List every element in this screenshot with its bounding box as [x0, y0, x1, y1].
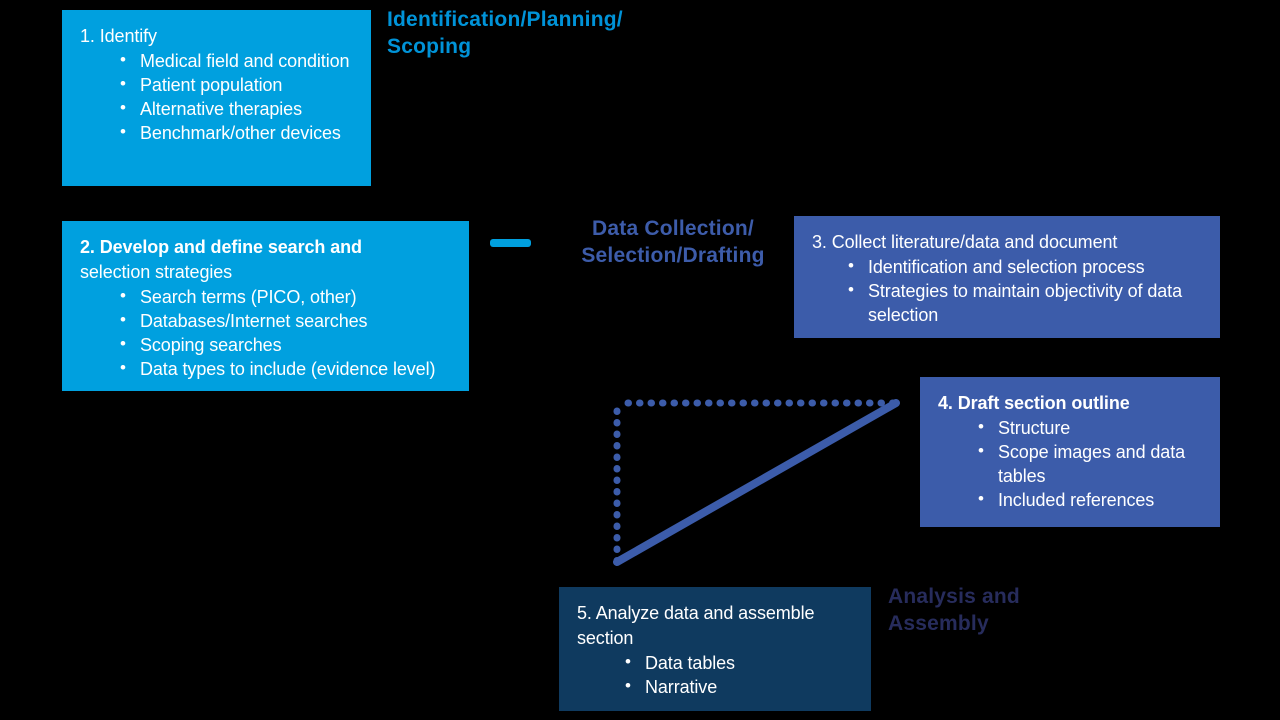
list-item: Data tables	[623, 650, 855, 675]
process-box-title: 4. Draft section outline	[938, 391, 1204, 416]
phase-divider-bar	[490, 239, 531, 247]
process-box-title: 2. Develop and define search and	[80, 235, 453, 260]
list-item: Scope images and data tables	[976, 439, 1204, 488]
process-box-draft-outline[interactable]: 4. Draft section outline Structure Scope…	[920, 377, 1220, 527]
list-item: Databases/Internet searches	[118, 308, 453, 333]
list-item: Strategies to maintain objectivity of da…	[846, 278, 1204, 327]
list-item: Data types to include (evidence level)	[118, 356, 453, 381]
process-box-bullets: Structure Scope images and data tables I…	[938, 415, 1204, 512]
list-item: Included references	[976, 487, 1204, 512]
step-number: 3.	[812, 232, 827, 252]
diagonal-connector	[613, 399, 900, 566]
list-item: Benchmark/other devices	[118, 120, 355, 145]
process-box-title: 5. Analyze data and assemble	[577, 601, 855, 626]
step-title: Draft section outline	[957, 393, 1130, 413]
process-box-title-continuation: section	[577, 628, 634, 648]
list-item: Medical field and condition	[118, 48, 355, 73]
process-box-bullets: Data tables Narrative	[577, 650, 855, 699]
step-title: Develop and define search and	[99, 237, 362, 257]
list-item: Identification and selection process	[846, 254, 1204, 279]
process-box-title: 3. Collect literature/data and document	[812, 230, 1204, 255]
step-number: 5.	[577, 603, 592, 623]
step-title: Identify	[99, 26, 157, 46]
process-box-title: 1. Identify	[80, 24, 355, 49]
process-box-identify[interactable]: 1. Identify Medical field and condition …	[62, 10, 371, 186]
process-box-collect-literature[interactable]: 3. Collect literature/data and document …	[794, 216, 1220, 338]
phase-label-analysis-and-assembly: Analysis and Assembly	[888, 585, 1020, 635]
process-box-bullets: Medical field and condition Patient popu…	[80, 48, 355, 145]
process-box-analyze-data[interactable]: 5. Analyze data and assemble section Dat…	[559, 587, 871, 711]
step-number: 2.	[80, 237, 95, 257]
process-box-title-continuation: selection strategies	[80, 262, 233, 282]
step-number: 4.	[938, 393, 953, 413]
step-title: Analyze data and assemble	[595, 603, 815, 623]
phase-label-data-collection-selection-drafting: Data Collection/ Selection/Drafting	[581, 217, 765, 267]
process-box-bullets: Identification and selection process Str…	[812, 254, 1204, 327]
list-item: Narrative	[623, 674, 855, 699]
list-item: Scoping searches	[118, 332, 453, 357]
list-item: Structure	[976, 415, 1204, 440]
process-box-bullets: Search terms (PICO, other) Databases/Int…	[80, 284, 453, 381]
flow-connector-group	[613, 399, 900, 566]
list-item: Search terms (PICO, other)	[118, 284, 453, 309]
list-item: Patient population	[118, 72, 355, 97]
list-item: Alternative therapies	[118, 96, 355, 121]
step-title: Collect literature/data and document	[831, 232, 1118, 252]
step-number: 1.	[80, 26, 95, 46]
process-box-develop-search[interactable]: 2. Develop and define search and selecti…	[62, 221, 469, 391]
phase-label-identification-planning-scoping: Identification/Planning/ Scoping	[387, 8, 623, 58]
